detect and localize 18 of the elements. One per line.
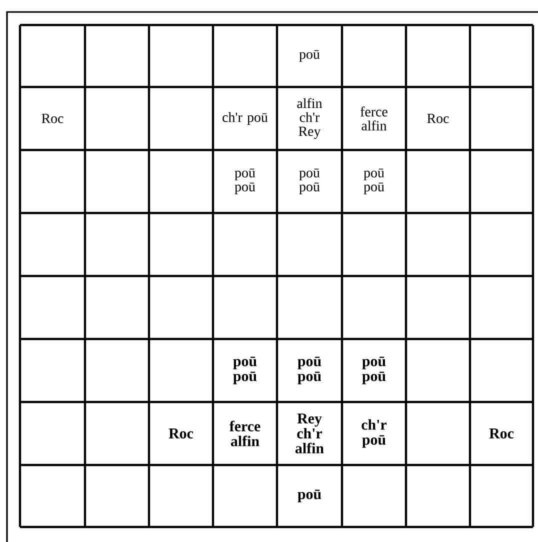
piece-label: Roc (42, 114, 64, 124)
piece-label: ch'r poū (362, 419, 387, 448)
piece-label: Roc (427, 114, 449, 124)
piece-label: poū poū (299, 168, 320, 194)
piece-label: poū (298, 490, 322, 502)
piece-label: poū poū (362, 356, 386, 384)
piece-label: Roc (489, 428, 514, 438)
piece-label: Rey ch'r alfin (295, 414, 324, 454)
piece-label: alfin ch'r Rey (297, 98, 322, 139)
piece-label: poū (299, 50, 320, 62)
piece-label: poū poū (298, 356, 322, 384)
piece-label: ch'r poū (222, 112, 268, 125)
piece-label: ferce alfin (230, 420, 260, 446)
piece-label: Roc (168, 428, 194, 438)
piece-label: poū poū (233, 356, 257, 384)
piece-label: ferce alfin (360, 106, 388, 130)
piece-label: poū poū (234, 168, 256, 194)
piece-label: poū poū (364, 168, 384, 194)
